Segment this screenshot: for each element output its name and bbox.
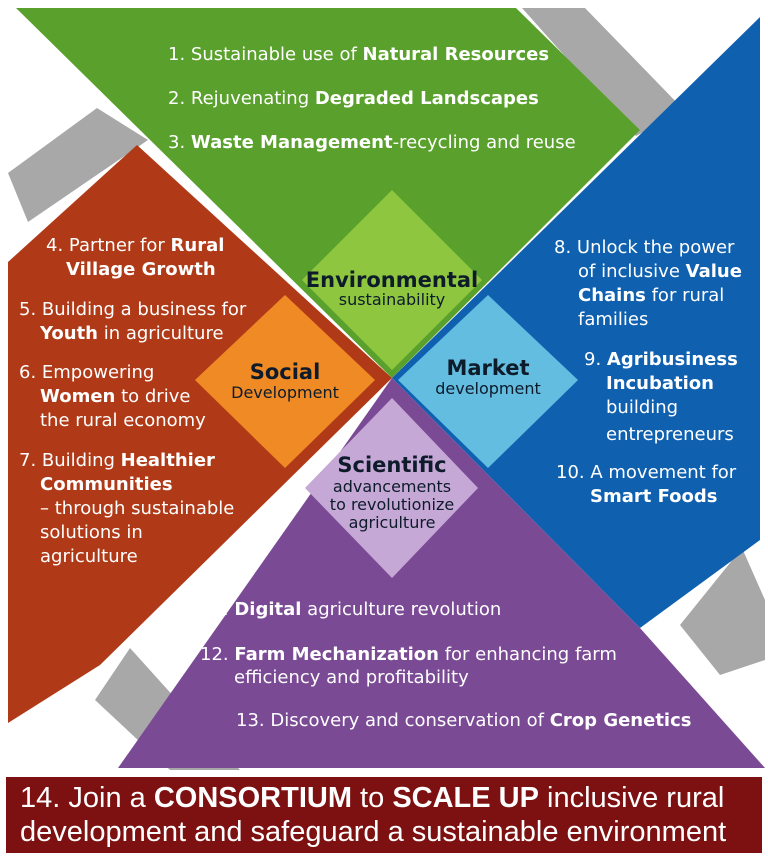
- item-10-line-2: Smart Foods: [590, 486, 718, 507]
- item-11: 11. Digital agriculture revolution: [200, 599, 502, 620]
- scientific-quadrant: [118, 378, 765, 768]
- banner-line-1: 14. Join a CONSORTIUM to SCALE UP inclus…: [20, 782, 725, 814]
- item-3: 3. Waste Management-recycling and reuse: [168, 132, 576, 153]
- item-9-line-4: entrepreneurs: [606, 424, 734, 445]
- item-8-line-2: of inclusive Value: [578, 261, 742, 282]
- item-7-line-5: agriculture: [40, 546, 138, 567]
- market-center-subtitle: development: [435, 379, 541, 398]
- item-7-line-4: solutions in: [40, 522, 143, 543]
- item-12-line-1: 12. Farm Mechanization for enhancing far…: [200, 644, 617, 665]
- item-9-line-2: Incubation: [606, 373, 714, 394]
- scientific-diamond: [305, 398, 478, 578]
- scientific-center-subtitle-2: to revolutionize: [329, 495, 455, 514]
- item-5-line-2: Youth in agriculture: [40, 323, 224, 344]
- item-12-line-2: efficiency and profitability: [234, 667, 469, 688]
- item-8-line-4: families: [578, 309, 649, 330]
- item-4-line-1: 4. Partner for Rural: [46, 235, 225, 256]
- environmental-center-title: Environmental: [305, 268, 479, 292]
- environmental-diamond: [302, 190, 482, 370]
- item-7-line-1: 7. Building Healthier: [19, 450, 215, 471]
- item-6-line-2: Women to drive: [40, 386, 191, 407]
- gray-strip-top-left: [8, 108, 148, 222]
- gray-strip-top-right: [522, 8, 684, 136]
- item-9-line-1: 9. Agribusiness: [584, 349, 738, 370]
- banner-line-2: development and safeguard a sustainable …: [20, 816, 727, 848]
- call-to-action-banner: 14. Join a CONSORTIUM to SCALE UP inclus…: [6, 777, 762, 853]
- social-center-title: Social: [249, 360, 321, 384]
- item-2: 2. Rejuvenating Degraded Landscapes: [168, 88, 539, 109]
- market-quadrant: [392, 17, 760, 628]
- item-8-line-1: 8. Unlock the power: [554, 237, 735, 258]
- item-8-line-3: Chains for rural: [578, 285, 725, 306]
- item-13: 13. Discovery and conservation of Crop G…: [236, 710, 692, 731]
- scientific-center-title: Scientific: [337, 453, 447, 477]
- market-center-title: Market: [446, 356, 530, 380]
- social-diamond: [195, 295, 375, 468]
- item-10-line-1: 10. A movement for: [556, 462, 737, 483]
- item-4-line-2: Village Growth: [66, 259, 216, 280]
- item-6-line-3: the rural economy: [40, 410, 206, 431]
- item-7-line-3: – through sustainable: [40, 498, 235, 519]
- scientific-center-subtitle-1: advancements: [332, 477, 452, 496]
- social-quadrant: [8, 145, 392, 723]
- environmental-center-subtitle: sustainability: [338, 290, 446, 309]
- market-diamond: [398, 295, 578, 468]
- item-7-line-2: Communities: [40, 474, 173, 495]
- gray-strip-bottom-right: [680, 548, 765, 675]
- item-6-line-1: 6. Empowering: [19, 362, 155, 383]
- social-center-subtitle: Development: [231, 383, 339, 402]
- scientific-center-subtitle-3: agriculture: [348, 513, 436, 532]
- environmental-quadrant: [16, 8, 640, 378]
- item-5-line-1: 5. Building a business for: [19, 299, 247, 320]
- item-1: 1. Sustainable use of Natural Resources: [168, 44, 550, 65]
- item-9-line-3: building: [606, 397, 679, 418]
